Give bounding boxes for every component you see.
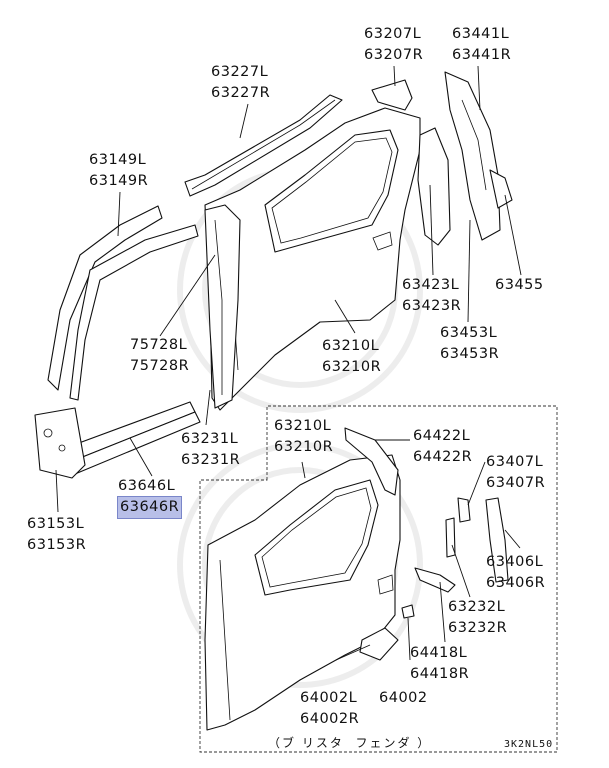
callout-64422-right: 64422R [413,449,473,465]
part-quarter-panel-lower [204,454,401,731]
callout-63423-left: 63423L [402,277,460,293]
part-side-sill [34,401,201,479]
callout-63231-right: 63231R [181,452,241,468]
callout-63149-right: 63149R [89,173,149,189]
callout-63210-upper-right: 63210R [322,359,382,375]
callout-63407-right: 63407R [486,475,546,491]
callout-63441-left: 63441L [452,26,510,42]
caption-blister-fender: （ブ リスタ フェンダ ） [268,736,432,750]
callout-63232: 63232L 63232R [448,597,507,639]
part-strip-63406 [485,497,509,583]
callout-64418-right: 64418R [410,666,470,682]
callout-63453-left: 63453L [440,325,498,341]
callout-64002-single: 64002 [379,688,428,709]
callout-75728: 75728L 75728R [130,335,189,377]
callout-64422-left: 64422L [413,428,471,444]
part-rear-pillar-outer [444,71,501,241]
callout-64418-left: 64418L [410,645,468,661]
part-bracket-63407 [457,497,471,523]
callout-63423: 63423L 63423R [402,275,461,317]
callout-63210-upper-left: 63210L [322,338,380,354]
callout-63407-left: 63407L [486,454,544,470]
part-bracket-64422 [344,427,399,496]
callout-63207-right: 63207R [364,47,424,63]
callout-63153-left: 63153L [27,516,85,532]
callout-63406-right: 63406R [486,575,546,591]
callout-63227-right: 63227R [211,85,271,101]
callout-63406: 63406L 63406R [486,552,545,594]
callout-63406-left: 63406L [486,554,544,570]
callout-63207: 63207L 63207R [364,24,423,66]
callout-64418: 64418L 64418R [410,643,469,685]
callout-63407: 63407L 63407R [486,452,545,494]
callout-63231: 63231L 63231R [181,429,240,471]
part-roof-side-rail [184,94,343,197]
callout-63207-left: 63207L [364,26,422,42]
part-clip-64002 [401,604,415,619]
callout-64002-left: 64002L [300,690,358,706]
callout-63441-right: 63441R [452,47,512,63]
callout-63210-upper: 63210L 63210R [322,336,381,378]
callout-63646-right-highlighted: 63646R [116,496,183,519]
part-upper-bracket [371,79,413,111]
callout-75728-right: 75728R [130,358,190,374]
callout-63453-right: 63453R [440,346,500,362]
callout-64422: 64422L 64422R [413,426,472,468]
callout-63453: 63453L 63453R [440,323,499,365]
leader-lines [55,65,522,661]
callout-63455-code: 63455 [495,277,544,293]
part-bracket-63232 [445,517,456,558]
callout-63210-lower-right: 63210R [274,439,334,455]
callout-63232-right: 63232R [448,620,508,636]
callout-63231-left: 63231L [181,431,239,447]
callout-63210-lower: 63210L 63210R [274,416,333,458]
part-bracket-64418 [414,567,456,593]
callout-63646-left: 63646L [118,478,176,494]
callout-64002-code: 64002 [379,690,428,706]
callout-63646: 63646L 63646R [116,476,183,519]
callout-64002-pair: 64002L 64002R [300,688,359,730]
part-inner-pillar [204,204,241,409]
detail-box-outline [199,405,558,753]
part-corner-gusset [489,169,513,209]
callout-63149: 63149L 63149R [89,150,148,192]
callout-63153: 63153L 63153R [27,514,86,556]
callout-75728-left: 75728L [130,337,188,353]
callout-63227-left: 63227L [211,64,269,80]
callout-64002-right: 64002R [300,711,360,727]
callout-63455: 63455 [495,275,544,296]
callout-63210-lower-left: 63210L [274,418,332,434]
callout-63153-right: 63153R [27,537,87,553]
callout-63441: 63441L 63441R [452,24,511,66]
callout-63149-left: 63149L [89,152,147,168]
callout-63232-left: 63232L [448,599,506,615]
callout-63227: 63227L 63227R [211,62,270,104]
part-rear-pillar-inner [417,127,451,246]
diagram-reference-code: 3K2NL50 [504,739,554,750]
part-quarter-panel-upper [204,107,421,411]
part-front-pillar-reinforcement [47,205,199,401]
part-housing-64002 [359,627,399,661]
callout-63423-right: 63423R [402,298,462,314]
